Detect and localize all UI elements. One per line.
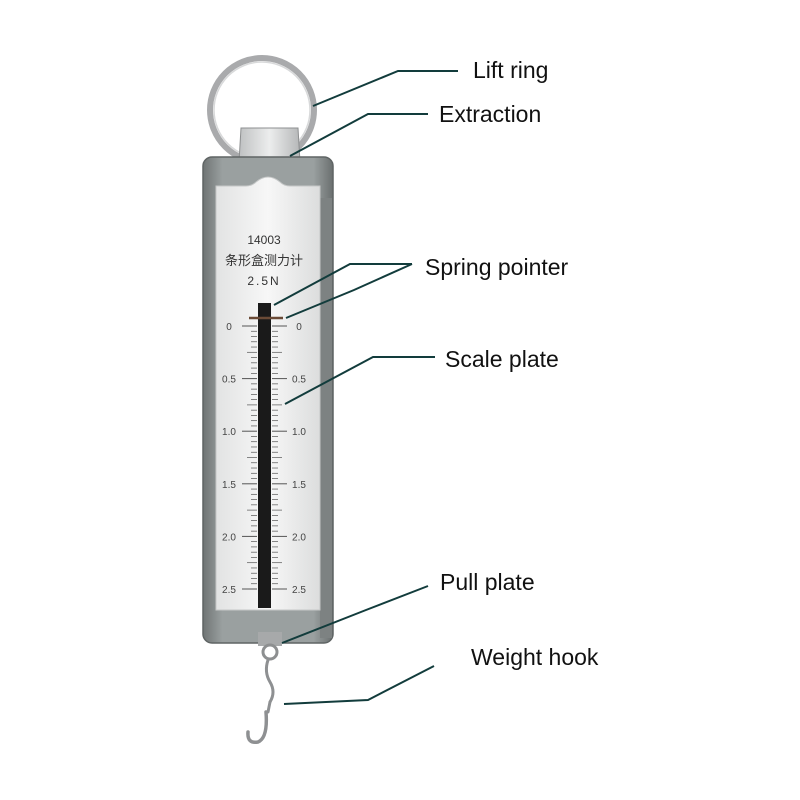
scale-labels-right: 0 0.5 1.0 1.5 2.0 2.5 — [292, 322, 306, 596]
callout-pull-plate: Pull plate — [440, 569, 535, 595]
leader-extraction — [289, 113, 428, 157]
capacity-label: 2.5N — [247, 274, 280, 288]
scale-label-left: 1.5 — [222, 480, 236, 491]
pull-plate-ring — [261, 643, 279, 661]
scale-label-right: 1.5 — [292, 480, 306, 491]
scale-ticks-right — [272, 325, 287, 590]
leader-lines — [273, 70, 458, 705]
scale-label-right: 0 — [296, 322, 302, 333]
scale-label-left: 0 — [226, 322, 232, 333]
scale-label-left: 2.0 — [222, 532, 236, 543]
scale-ticks-left — [242, 325, 257, 590]
scale-label-right: 0.5 — [292, 375, 306, 386]
leader-weight-hook — [283, 665, 435, 705]
model-number: 14003 — [247, 233, 281, 247]
callout-extraction: Extraction — [439, 101, 542, 127]
weight-hook — [246, 658, 275, 745]
callout-lift-ring: Lift ring — [473, 57, 549, 83]
pull-plate — [258, 632, 282, 646]
scale-label-right: 2.0 — [292, 532, 306, 543]
scale-label-left: 0.5 — [222, 375, 236, 386]
device-name-cn: 条形盒测力计 — [225, 253, 303, 269]
callout-scale-plate: Scale plate — [445, 346, 559, 372]
scale-label-left: 2.5 — [222, 585, 236, 596]
callout-spring-pointer: Spring pointer — [425, 254, 569, 280]
scale-labels-left: 0 0.5 1.0 1.5 2.0 2.5 — [222, 322, 236, 596]
leader-pull-plate — [281, 585, 429, 644]
scale-label-right: 1.0 — [292, 427, 306, 438]
spring-slot — [258, 303, 271, 608]
scale-label-right: 2.5 — [292, 585, 306, 596]
leader-spring-pointer-1 — [273, 263, 412, 306]
scale-label-left: 1.0 — [222, 427, 236, 438]
leader-scale-plate — [284, 356, 435, 405]
leader-spring-pointer-2 — [285, 263, 413, 319]
callout-weight-hook: Weight hook — [471, 644, 599, 670]
scale-body-side — [320, 198, 332, 638]
leader-lift-ring — [312, 70, 458, 107]
